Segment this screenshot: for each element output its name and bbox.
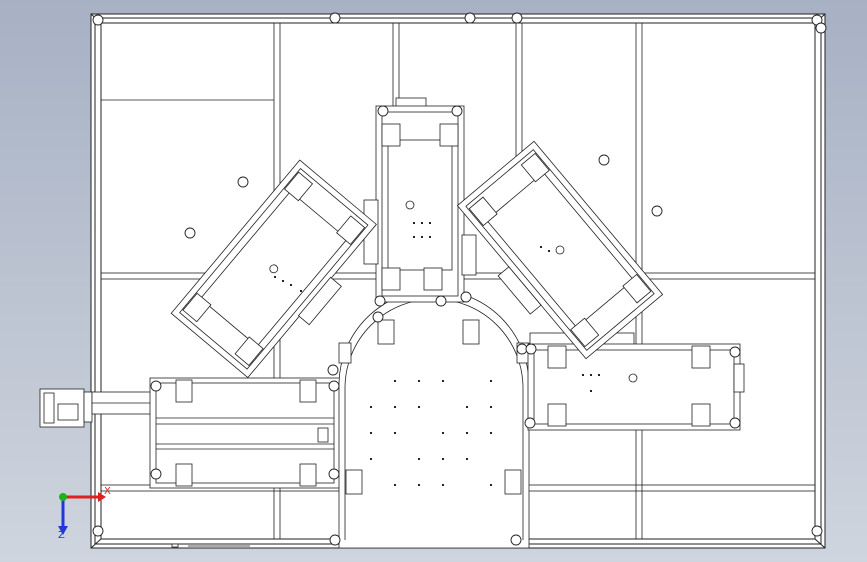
mounting-hole <box>540 246 542 248</box>
caster-wheel-icon <box>92 525 104 537</box>
mounting-hole <box>490 432 492 434</box>
mounting-hole <box>442 432 444 434</box>
caster-wheel-icon <box>374 295 386 307</box>
caster-wheel-icon <box>328 380 340 392</box>
caster-wheel-icon <box>329 534 341 546</box>
caster-wheel-icon <box>92 14 104 26</box>
caster-wheel-icon <box>150 380 162 392</box>
caster-wheel-icon <box>460 291 472 303</box>
mounting-hole <box>418 484 420 486</box>
mounting-hole <box>442 458 444 460</box>
mounting-hole <box>394 380 396 382</box>
mounting-hole <box>413 222 415 224</box>
left-station <box>149 377 341 489</box>
caster-wheel-icon <box>435 295 447 307</box>
z-axis-label: Z <box>58 530 65 541</box>
right-station <box>527 332 745 431</box>
mounting-hole <box>590 390 592 392</box>
caster-wheel-icon <box>328 468 340 480</box>
caster-wheel-icon <box>464 12 476 24</box>
mounting-hole <box>490 484 492 486</box>
mounting-hole <box>300 290 302 292</box>
caster-wheel-icon <box>516 343 528 355</box>
left-motor <box>39 388 155 428</box>
mounting-hole <box>418 406 420 408</box>
caster-wheel-icon <box>815 22 827 34</box>
mounting-hole <box>548 250 550 252</box>
caster-wheel-icon <box>729 417 741 429</box>
mounting-hole <box>290 284 292 286</box>
mounting-hole <box>370 406 372 408</box>
mounting-hole <box>394 484 396 486</box>
caster-wheel-icon <box>329 12 341 24</box>
mounting-hole <box>282 280 284 282</box>
mounting-hole <box>590 374 592 376</box>
caster-wheel-icon <box>525 343 537 355</box>
coordinate-triad-icon <box>58 492 106 535</box>
central-turntable <box>338 289 530 549</box>
caster-wheel-icon <box>327 364 339 376</box>
upper-right-station <box>456 140 664 360</box>
hole-pattern <box>274 222 600 486</box>
caster-wheel-icon <box>811 525 823 537</box>
caster-wheel-icon <box>150 468 162 480</box>
top-station <box>363 97 477 303</box>
caster-wheel-icon <box>451 105 463 117</box>
mounting-hole <box>394 406 396 408</box>
caster-wheel-icon <box>184 227 196 239</box>
mounting-hole <box>418 380 420 382</box>
caster-wheel-icon <box>510 534 522 546</box>
mounting-hole <box>490 380 492 382</box>
mounting-hole <box>466 432 468 434</box>
mounting-hole <box>582 374 584 376</box>
mounting-hole <box>394 432 396 434</box>
caster-wheel-icon <box>237 176 249 188</box>
mounting-hole <box>413 236 415 238</box>
mounting-hole <box>421 222 423 224</box>
mounting-hole <box>421 236 423 238</box>
mounting-hole <box>442 380 444 382</box>
mounting-hole <box>418 458 420 460</box>
caster-wheel-icon <box>524 417 536 429</box>
mounting-hole <box>490 406 492 408</box>
mounting-hole <box>429 222 431 224</box>
mounting-hole <box>466 406 468 408</box>
caster-wheel-icon <box>511 12 523 24</box>
caster-wheel-icon <box>729 346 741 358</box>
caster-wheel-icon <box>372 311 384 323</box>
mounting-hole <box>370 432 372 434</box>
x-axis-label: X <box>104 486 111 497</box>
mounting-hole <box>274 276 276 278</box>
mounting-hole <box>429 236 431 238</box>
mounting-hole <box>370 458 372 460</box>
mounting-hole <box>598 374 600 376</box>
caster-wheel-icon <box>651 205 663 217</box>
caster-wheel-icon <box>598 154 610 166</box>
mounting-hole <box>466 458 468 460</box>
caster-set <box>92 12 827 546</box>
upper-left-station <box>170 159 377 379</box>
caster-wheel-icon <box>377 105 389 117</box>
bottom-detail <box>171 543 250 548</box>
mounting-hole <box>442 484 444 486</box>
